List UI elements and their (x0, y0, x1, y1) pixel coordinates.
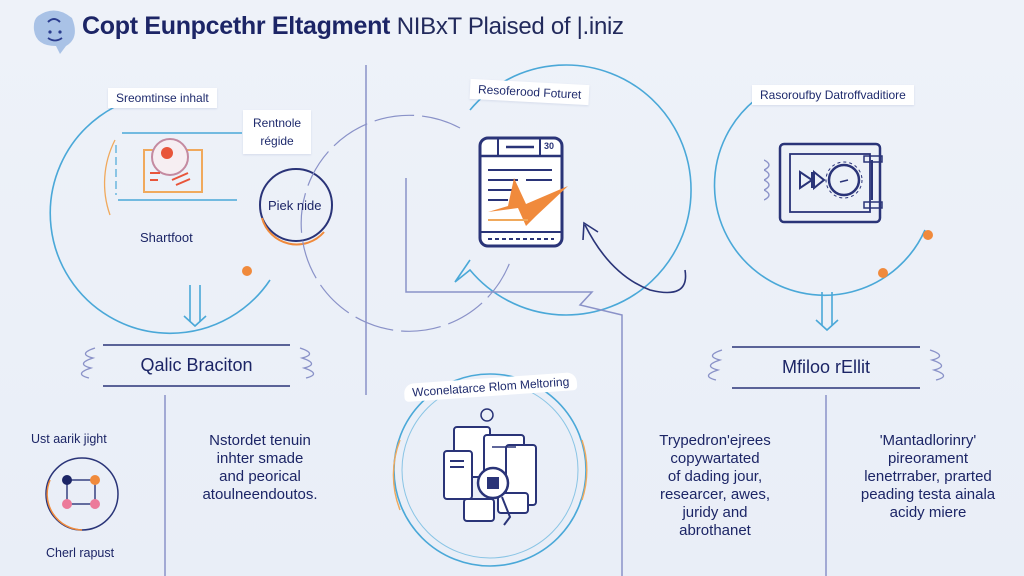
col2-line: Nstordet tenuin (209, 432, 311, 449)
col3-paragraph: Trypedron'ejrees copywartated of dading … (650, 432, 780, 540)
col2-paragraph: Nstordet tenuin inhter smade and peorica… (180, 432, 340, 504)
curved-arrow (582, 221, 599, 241)
camera-icon (112, 125, 252, 220)
col4-paragraph: 'Mantadlorinry' pireorament lenetrraber,… (838, 432, 1018, 522)
col3-line: copywartated (670, 450, 760, 467)
banner-left: Qalic Braciton (140, 355, 253, 375)
col4-line: acidy miere (889, 504, 967, 521)
face-bubble-icon (33, 10, 75, 54)
side-label-line1: Rentnole (253, 116, 302, 130)
machine-gear-icon (762, 140, 894, 235)
col1-top-text: Ust aarik jight (31, 432, 107, 446)
title-bold: Copt Eunpcethr Eltagment (82, 12, 391, 40)
node-circle (259, 168, 333, 242)
side-label-line2: régide (260, 134, 294, 148)
down-arrow-right (815, 319, 839, 332)
col3-line: researcer, awes, (659, 486, 771, 503)
doc-badge: 30 (544, 141, 555, 151)
right-tag-label: Rasoroufby Datroffvaditiore (752, 85, 914, 105)
col3-line: abrothanet (679, 522, 751, 539)
right-orange-dot-1 (923, 230, 933, 240)
col3-line: of dading jour, (667, 468, 763, 485)
down-arrow-left (183, 315, 207, 328)
col4-line: peading testa ainala (860, 486, 996, 503)
right-orange-dot-2 (878, 268, 888, 278)
document-chart-icon: 30 (478, 136, 570, 253)
col1-bottom-text: Cherl rapust (46, 546, 115, 560)
col4-line: lenetrraber, prarted (864, 468, 992, 485)
col2-line: inhter smade (216, 450, 304, 467)
col3-line: Trypedron'ejrees (659, 432, 771, 449)
left-orange-dot (242, 266, 252, 276)
col4-line: 'Mantadlorinry' (879, 432, 977, 449)
logo (30, 8, 80, 56)
network-nodes-icon (56, 470, 108, 523)
page-title: Copt Eunpcethr Eltagment NIBxT Plaised o… (82, 12, 624, 41)
node-label: Piek nide (268, 198, 322, 213)
left-caption: Shartfoot (140, 230, 193, 245)
col3-line: juridy and (682, 504, 748, 521)
left-side-label: Rentnole régide (243, 110, 312, 154)
col2-line: and peorical (219, 468, 301, 485)
col4-line: pireorament (887, 450, 969, 467)
left-circle-arc (49, 94, 271, 335)
title-rest: NIBxT Plaised of |.iniz (396, 13, 624, 40)
middle-bubble (454, 64, 692, 316)
banner-right: Mfiloo rEllit (781, 357, 870, 377)
monitoring-circle (393, 373, 587, 567)
col2-line: atoulneendoutos. (202, 486, 318, 503)
devices-magnifier-icon (440, 405, 550, 540)
left-tag-label: Sreomtinse inhalt (108, 88, 217, 108)
